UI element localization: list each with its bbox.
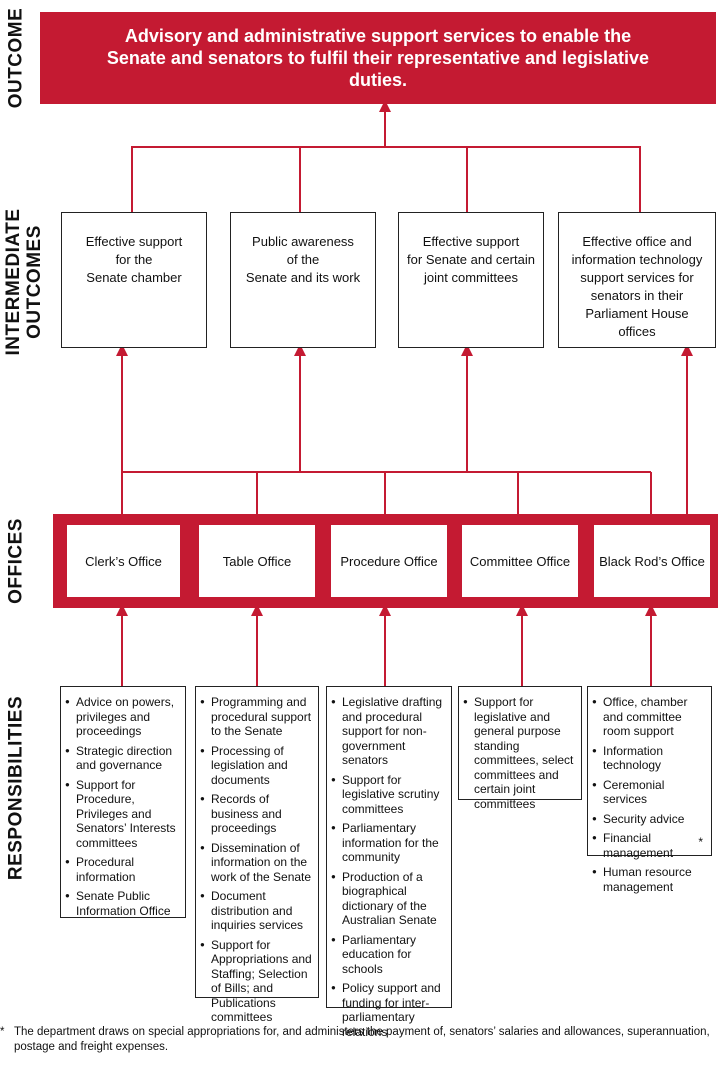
footnote-mark: * bbox=[0, 1026, 5, 1038]
responsibilities-committee-office: Support for legislative and general purp… bbox=[458, 686, 582, 811]
list-item: Policy support and funding for inter-par… bbox=[331, 981, 447, 1039]
list-item: Support for legislative and general purp… bbox=[463, 695, 577, 811]
office-committee: Committee Office bbox=[462, 525, 578, 597]
list-item: Senate Public Information Office bbox=[65, 889, 181, 918]
list-item: Advice on powers, privileges and proceed… bbox=[65, 695, 181, 739]
list-item: Support for legislative scrutiny committ… bbox=[331, 773, 447, 817]
responsibilities-table-office: Programming and procedural support to th… bbox=[195, 686, 319, 1024]
office-table: Table Office bbox=[199, 525, 315, 597]
offices-row-label: OFFICES bbox=[5, 518, 27, 604]
footnote-asterisk: * bbox=[698, 835, 703, 849]
list-item: Legislative drafting and procedural supp… bbox=[331, 695, 447, 768]
office-procedure: Procedure Office bbox=[331, 525, 447, 597]
intermediate-outcome-office-it: Effective office and information technol… bbox=[558, 212, 716, 348]
list-item: Parliamentary education for schools bbox=[331, 933, 447, 977]
responsibilities-clerks-office: Advice on powers, privileges and proceed… bbox=[60, 686, 186, 918]
list-item: Human resource management bbox=[592, 865, 707, 894]
list-item: Dissemination of information on the work… bbox=[200, 841, 314, 885]
outcome-row-label: OUTCOME bbox=[5, 7, 27, 109]
responsibilities-black-rods-office: Office, chamber and committee room suppo… bbox=[587, 686, 712, 894]
list-item: Production of a biographical dictionary … bbox=[331, 870, 447, 928]
list-item: Programming and procedural support to th… bbox=[200, 695, 314, 739]
intermediate-label-line-1: INTERMEDIATE bbox=[3, 208, 24, 356]
list-item: Records of business and proceedings bbox=[200, 792, 314, 836]
list-item: Processing of legislation and documents bbox=[200, 744, 314, 788]
list-item: Information technology bbox=[592, 744, 707, 773]
list-item: Security advice bbox=[592, 812, 707, 827]
list-item: Support for Procedure, Privileges and Se… bbox=[65, 778, 181, 851]
footnote: * The department draws on special approp… bbox=[0, 1025, 712, 1055]
office-clerks: Clerk’s Office bbox=[67, 525, 180, 597]
intermediate-outcome-public-awareness: Public awareness of the Senate and its w… bbox=[230, 212, 376, 348]
responsibilities-row-label: RESPONSIBILITIES bbox=[5, 695, 27, 881]
responsibilities-procedure-office: Legislative drafting and procedural supp… bbox=[326, 686, 452, 1039]
list-item: Financial management bbox=[592, 831, 707, 860]
intermediate-outcome-committees: Effective support for Senate and certain… bbox=[398, 212, 544, 348]
list-item: Office, chamber and committee room suppo… bbox=[592, 695, 707, 739]
list-item: Ceremonial services bbox=[592, 778, 707, 807]
office-black-rod: Black Rod’s Office bbox=[594, 525, 710, 597]
list-item: Parliamentary information for the commun… bbox=[331, 821, 447, 865]
outcome-box: Advisory and administrative support serv… bbox=[40, 12, 716, 104]
list-item: Procedural information bbox=[65, 855, 181, 884]
list-item: Support for Appropriations and Staffing;… bbox=[200, 938, 314, 1025]
footnote-text: The department draws on special appropri… bbox=[14, 1026, 710, 1053]
intermediate-outcome-senate-chamber: Effective support for the Senate chamber bbox=[61, 212, 207, 348]
intermediate-label-line-2: OUTCOMES bbox=[24, 225, 45, 339]
list-item: Document distribution and inquiries serv… bbox=[200, 889, 314, 933]
list-item: Strategic direction and governance bbox=[65, 744, 181, 773]
intermediate-outcomes-row-label: INTERMEDIATE OUTCOMES bbox=[3, 208, 45, 355]
